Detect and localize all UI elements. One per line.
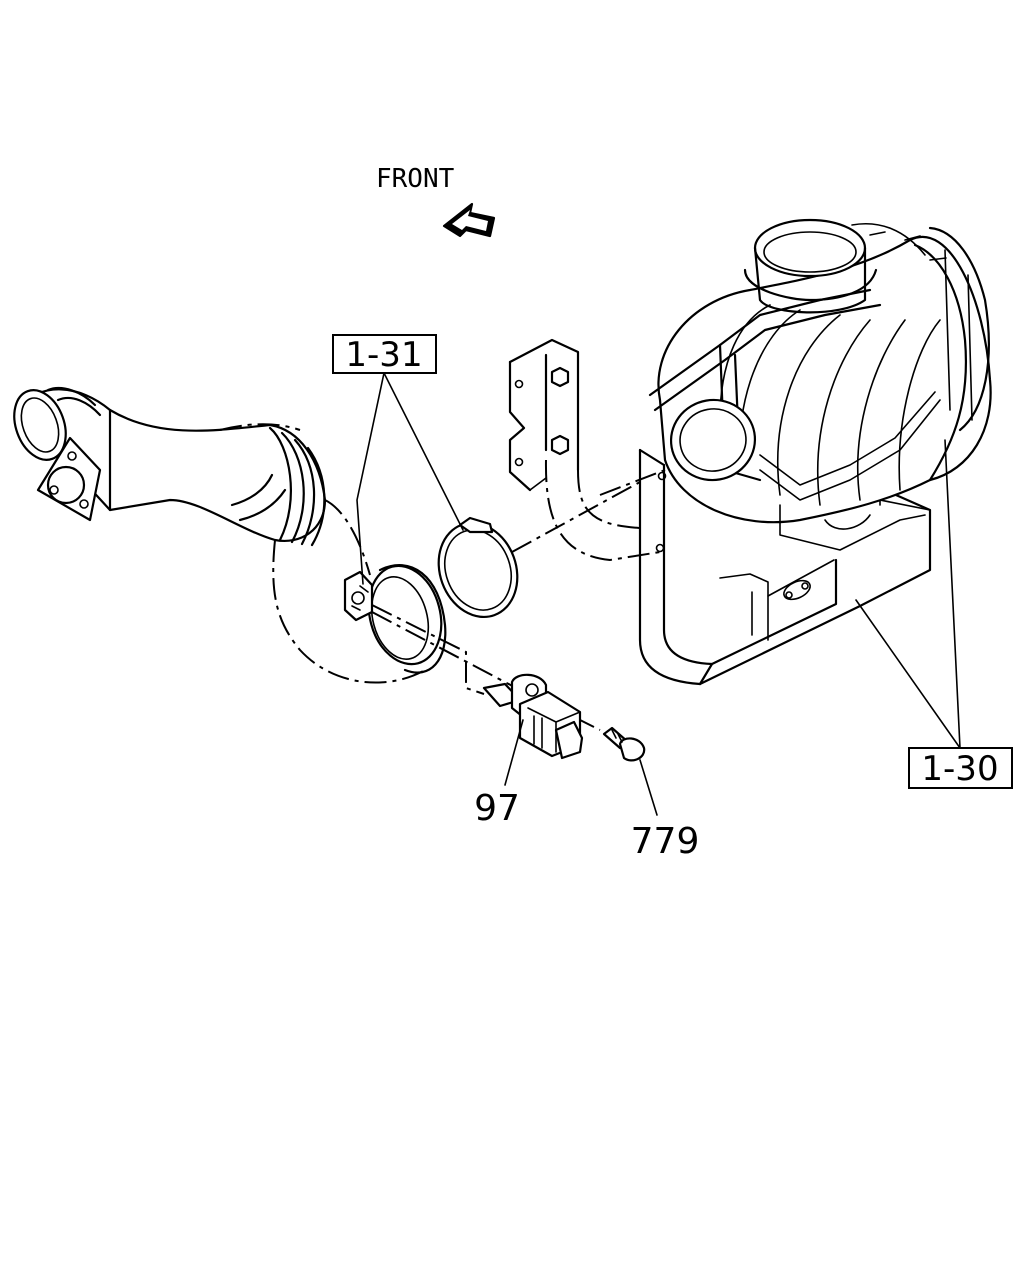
front-label: FRONT: [376, 164, 455, 194]
intake-hose: [13, 386, 447, 684]
mass-air-flow-sensor: [482, 673, 584, 760]
nut-lower-icon: [550, 434, 570, 456]
nut-upper-icon: [550, 366, 570, 388]
air-cleaner-assembly: [638, 218, 992, 686]
ref-label-1-31: 1-31: [345, 335, 422, 375]
mounting-bracket: [508, 338, 666, 562]
part-number-screw[interactable]: 779: [631, 821, 700, 862]
leader-lines: [356, 372, 961, 816]
hose-clamp: [437, 516, 519, 619]
ref-box-1-31[interactable]: 1-31: [332, 334, 437, 375]
ref-label-1-30: 1-30: [921, 749, 998, 789]
sensor-boss: [343, 570, 374, 622]
ref-box-1-30[interactable]: 1-30: [908, 747, 1013, 789]
front-arrow-icon: [442, 202, 496, 238]
screw-icon: [602, 726, 646, 762]
hose-flange: [36, 436, 102, 522]
part-number-sensor[interactable]: 97: [474, 788, 520, 829]
